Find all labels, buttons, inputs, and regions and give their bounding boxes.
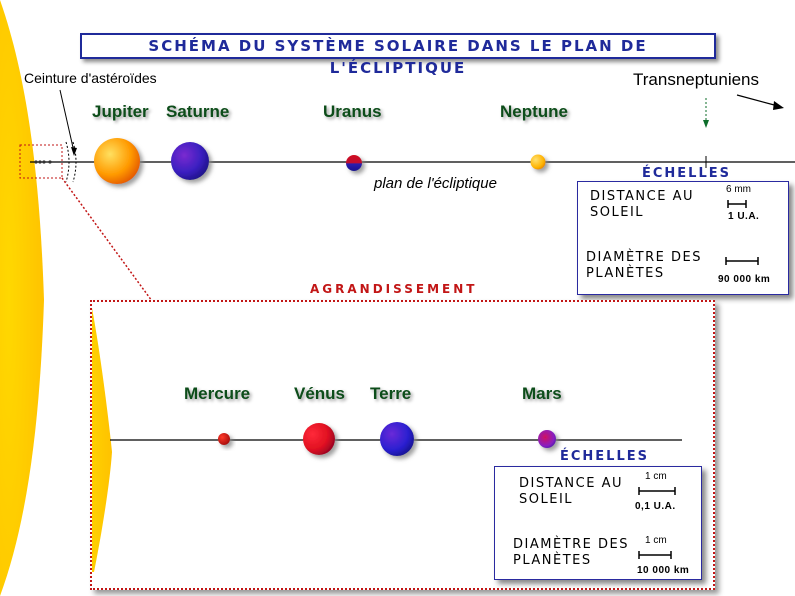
label-mercure: Mercure	[184, 384, 251, 403]
inner-system-drawing	[92, 308, 682, 572]
outer-distance-value: 1 U.A.	[728, 211, 760, 222]
inner-distance-label: DISTANCE AU SOLEIL	[519, 476, 623, 507]
label-mars: Mars	[522, 384, 562, 403]
inner-distance-value: 0,1 U.A.	[635, 501, 676, 512]
inner-diameter-scale-bar	[638, 551, 672, 559]
planet-uranus	[346, 155, 362, 171]
diagram-title: SCHÉMA DU SYSTÈME SOLAIRE DANS LE PLAN D…	[80, 33, 716, 77]
inner-scales-box: DISTANCE AU SOLEIL 1 cm 0,1 U.A. DIAMÈTR…	[494, 466, 702, 580]
ecliptic-label: plan de l'écliptique	[374, 175, 497, 192]
planet-mars	[538, 430, 556, 448]
inner-planet-dots	[34, 160, 52, 164]
sun	[0, 0, 44, 596]
label-saturne: Saturne	[166, 102, 230, 121]
asteroid-belt-label: Ceinture d'astéroïdes	[24, 70, 157, 86]
inner-diameter-value: 10 000 km	[637, 565, 690, 576]
outer-scales-box: DISTANCE AU SOLEIL 6 mm 1 U.A. DIAMÈTRE …	[577, 181, 789, 295]
inner-diameter-label: DIAMÈTRE DES PLANÈTES	[513, 537, 629, 568]
sun-inset	[92, 308, 112, 572]
outer-distance-label: DISTANCE AU SOLEIL	[590, 189, 694, 220]
planet-venus	[303, 423, 335, 455]
transneptunian-label: Transneptuniens	[633, 70, 760, 89]
planet-neptune	[530, 154, 546, 170]
label-venus: Vénus	[294, 384, 346, 403]
transneptunian-arrow	[736, 94, 779, 107]
zoom-inset: Mercure Vénus Terre Mars ÉCHELLES DISTAN…	[90, 300, 715, 590]
outer-distance-scale-bar	[727, 200, 747, 208]
zoom-label: AGRANDISSEMENT	[310, 282, 478, 296]
asteroid-belt-arc-2	[72, 141, 77, 183]
label-neptune: Neptune	[500, 102, 568, 121]
label-terre: Terre	[370, 384, 412, 403]
label-jupiter: Jupiter	[92, 102, 149, 121]
inner-distance-scale-bar	[638, 487, 676, 495]
asteroid-belt-arc	[65, 141, 70, 183]
inner-zoom-marker	[19, 144, 63, 179]
planet-saturne	[171, 142, 209, 180]
asteroid-belt-arrow	[59, 89, 75, 153]
outer-diameter-label: DIAMÈTRE DES PLANÈTES	[586, 250, 702, 281]
label-uranus: Uranus	[323, 102, 382, 121]
outer-distance-bar-unit: 6 mm	[726, 184, 751, 195]
zoom-connector	[61, 177, 161, 313]
inner-diameter-bar-unit: 1 cm	[645, 535, 667, 546]
outer-scales-heading: ÉCHELLES	[642, 166, 731, 181]
planet-jupiter	[94, 138, 140, 184]
inner-scales-heading: ÉCHELLES	[560, 449, 649, 464]
outer-diameter-scale-bar	[725, 257, 759, 265]
planet-mercure	[218, 433, 230, 445]
inner-distance-bar-unit: 1 cm	[645, 471, 667, 482]
planet-terre	[380, 422, 414, 456]
outer-diameter-value: 90 000 km	[718, 274, 771, 285]
